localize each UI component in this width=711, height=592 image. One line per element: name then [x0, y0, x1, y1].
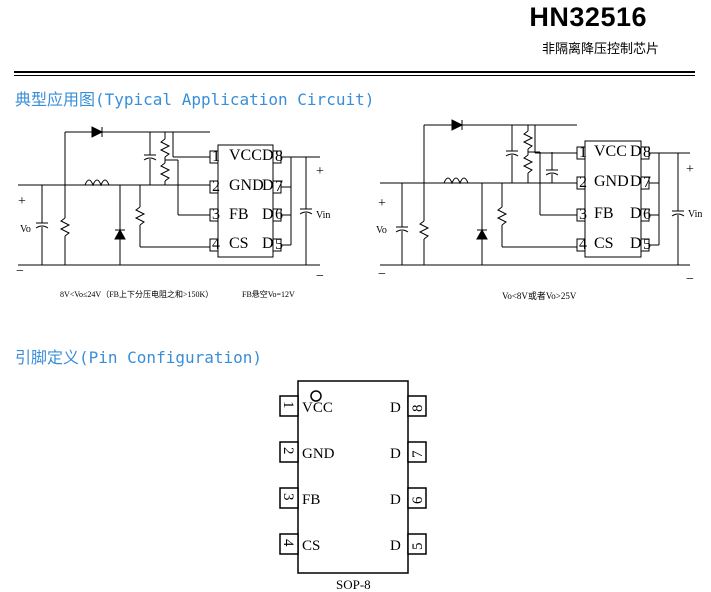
c2-pin2-label: GND [594, 173, 629, 190]
pin2-number: 2 [280, 447, 296, 455]
pin2-label: GND [302, 446, 335, 462]
pin7-number: 7 [410, 450, 426, 458]
c2-d-label: D [630, 235, 642, 252]
c2-pin-num: 4 [579, 236, 587, 253]
c2-minus-right: − [686, 272, 694, 287]
c1-caption-right: FB悬空Vo=12V [242, 289, 295, 299]
c1-vin-label: Vin [316, 210, 330, 221]
c1-d-label: D [262, 235, 274, 252]
c2-pin1-label: VCC [594, 143, 627, 160]
c2-plus-right: + [686, 162, 694, 177]
c2-d-label: D [630, 205, 642, 222]
c2-pin-num: 7 [643, 174, 651, 191]
header-divider-thin [14, 75, 695, 76]
ic-body [297, 380, 409, 574]
c2-pin-num: 3 [579, 206, 587, 223]
pin8-number: 8 [410, 405, 426, 413]
pin1-box [279, 395, 299, 417]
section-pin-configuration: 引脚定义(Pin Configuration) [15, 348, 263, 367]
c1-minus-right: − [316, 269, 324, 284]
c1-pin-num: 5 [275, 236, 283, 253]
pin5-number: 5 [410, 543, 426, 551]
c2-d-label: D [630, 173, 642, 190]
section-typical-application: 典型应用图(Typical Application Circuit) [15, 90, 375, 109]
pin6-number: 6 [410, 496, 426, 504]
header-divider [14, 71, 695, 73]
package-label: SOP-8 [336, 577, 371, 592]
c2-pin-num: 1 [579, 144, 587, 161]
c1-pin-num: 1 [212, 148, 220, 165]
c1-pin2-label: GND [229, 177, 264, 194]
c2-pin3-label: FB [594, 205, 614, 222]
c1-vo-label: Vo [20, 224, 31, 235]
pin5-box [407, 533, 427, 555]
pin4-box [279, 533, 299, 555]
typical-circuit-left: VCC GND FB CS D D D D 1 2 3 4 8 7 6 5 + … [16, 126, 330, 299]
pin1-number: 1 [280, 401, 296, 409]
c2-pin4-label: CS [594, 235, 614, 252]
c2-minus: − [378, 267, 386, 282]
c1-d-label: D [262, 206, 274, 223]
c2-vin-label: Vin [688, 209, 702, 220]
c1-pin-num: 8 [275, 148, 283, 165]
pin7-box [407, 441, 427, 463]
product-subtitle: 非隔离降压控制芯片 [541, 42, 659, 57]
c1-pin4-label: CS [229, 235, 249, 252]
pin4-number: 4 [280, 539, 296, 547]
pin5-label: D [390, 538, 401, 554]
c2-pin-num: 8 [643, 144, 651, 161]
c2-vo-label: Vo [376, 225, 387, 236]
c1-pin3-label: FB [229, 206, 249, 223]
c1-plus: + [18, 194, 26, 209]
pin3-box [279, 487, 299, 509]
pin3-number: 3 [280, 493, 296, 501]
pin7-label: D [390, 446, 401, 462]
pin1-label: VCC [302, 400, 333, 416]
pin4-label: CS [302, 538, 320, 554]
c2-pin-num: 2 [579, 174, 587, 191]
c1-pin-num: 4 [212, 236, 220, 253]
c2-caption: Vo<8V或者Vo>25V [502, 290, 577, 301]
pin8-box [407, 395, 427, 417]
pin8-label: D [390, 400, 401, 416]
c2-plus: + [378, 196, 386, 211]
pin3-label: FB [302, 492, 320, 508]
c1-caption-left: 8V<Vo≤24V（FB上下分压电阻之和>150K） [60, 289, 213, 299]
c1-pin-num: 2 [212, 178, 220, 195]
c1-pin-num: 6 [275, 206, 283, 223]
product-title: HN32516 [529, 2, 647, 32]
pin-configuration-diagram: VCC GND FB CS D D D D 1 2 3 4 8 7 6 5 SO… [279, 380, 427, 592]
pin2-box [279, 441, 299, 463]
c1-plus-right: + [316, 164, 324, 179]
c1-d-label: D [262, 177, 274, 194]
pin6-label: D [390, 492, 401, 508]
c1-pin-num: 3 [212, 206, 220, 223]
pin1-marker-dot [310, 390, 322, 402]
c2-d-label: D [630, 143, 642, 160]
c1-pin-num: 7 [275, 178, 283, 195]
typical-circuit-right: VCC GND FB CS D D D D 1 2 3 4 8 7 6 5 + … [376, 119, 702, 301]
c1-minus: − [16, 264, 24, 279]
c1-pin1-label: VCC [229, 147, 262, 164]
c2-pin-num: 6 [643, 206, 651, 223]
pin6-box [407, 487, 427, 509]
c1-d-label: D [262, 147, 274, 164]
c2-pin-num: 5 [643, 236, 651, 253]
